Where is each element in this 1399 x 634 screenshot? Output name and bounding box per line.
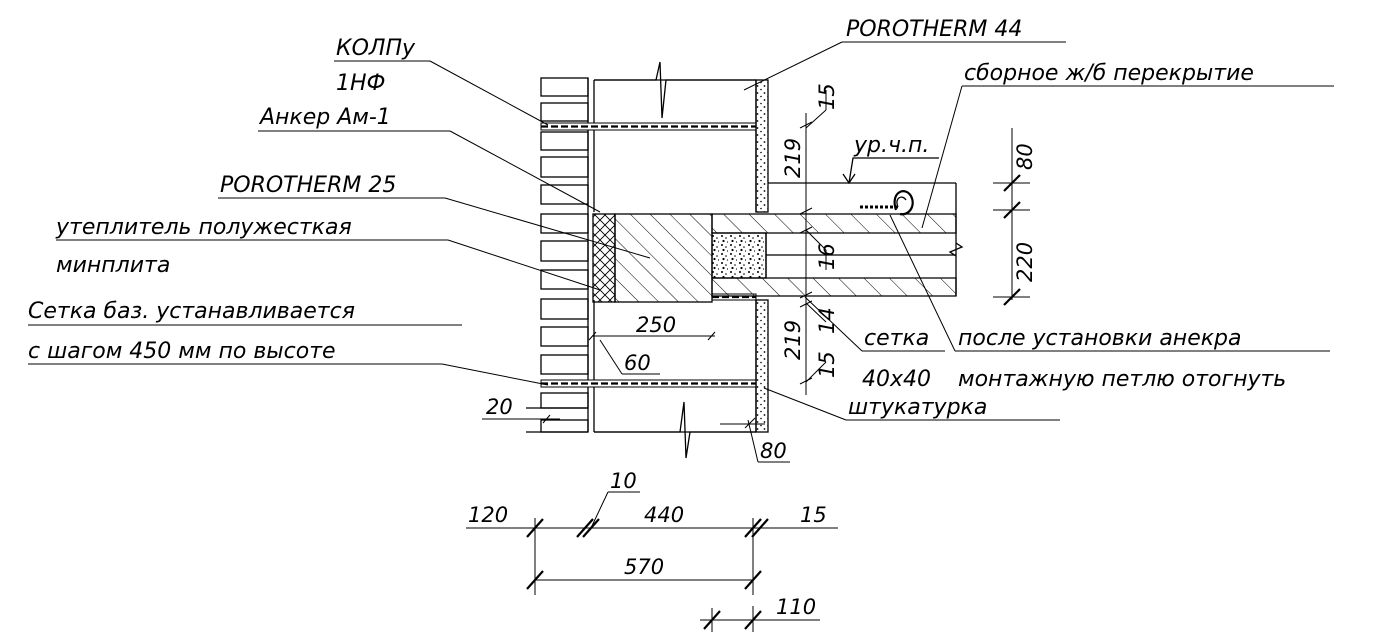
label-setka: сетка [864, 326, 929, 351]
label-insulation-2: минплита [56, 253, 170, 278]
precast-slab [711, 182, 964, 297]
dim-80-right: 80 [1013, 143, 1037, 170]
anchor-loop [860, 190, 914, 216]
concrete-fill [711, 232, 767, 279]
dim-10: 10 [610, 469, 637, 493]
dim-220: 220 [1013, 242, 1037, 282]
dim-15-chain: 15 [800, 503, 827, 527]
brick-facing-layer [526, 77, 589, 433]
label-anchor: Анкер Ам-1 [258, 105, 391, 130]
label-mesh-2: с шагом 450 мм по высоте [28, 339, 336, 364]
dimension-lines [466, 90, 1030, 632]
dim-219-bottom: 219 [781, 320, 805, 360]
label-plaster: штукатурка [848, 395, 987, 420]
dim-16: 16 [815, 243, 839, 270]
label-porotherm-44: POROTHERM 44 [846, 17, 1022, 42]
dim-60: 60 [624, 351, 651, 375]
dim-20: 20 [486, 395, 513, 419]
dim-110: 110 [776, 595, 816, 619]
dim-80-bottom: 80 [760, 439, 787, 463]
label-1nf: 1НФ [336, 71, 385, 96]
label-floor-level: ур.ч.п. [853, 133, 929, 158]
dim-15-bottom: 15 [815, 351, 839, 378]
dim-250: 250 [636, 313, 676, 337]
floor-level-marker [842, 157, 939, 185]
label-mesh-1: Сетка баз. устанавливается [28, 299, 355, 324]
dim-120: 120 [468, 503, 508, 527]
label-note-2: монтажную петлю отогнуть [958, 367, 1286, 392]
dim-15-top: 15 [815, 83, 839, 110]
dim-570: 570 [624, 555, 664, 579]
porotherm-25-block [614, 213, 713, 303]
plaster-layer [755, 79, 769, 433]
leader-lines [28, 41, 1334, 421]
label-setka-size: 40x40 [862, 367, 931, 392]
dim-219-top: 219 [781, 138, 805, 178]
label-porotherm-25: POROTHERM 25 [220, 173, 396, 198]
label-insulation-1: утеплитель полужесткая [55, 215, 352, 240]
dim-440: 440 [644, 503, 684, 527]
label-kolpu: КОЛПу [336, 36, 416, 61]
label-note-1: после установки анекра [958, 326, 1241, 351]
label-slab: сборное ж/б перекрытие [964, 61, 1254, 86]
dim-14: 14 [815, 307, 839, 334]
